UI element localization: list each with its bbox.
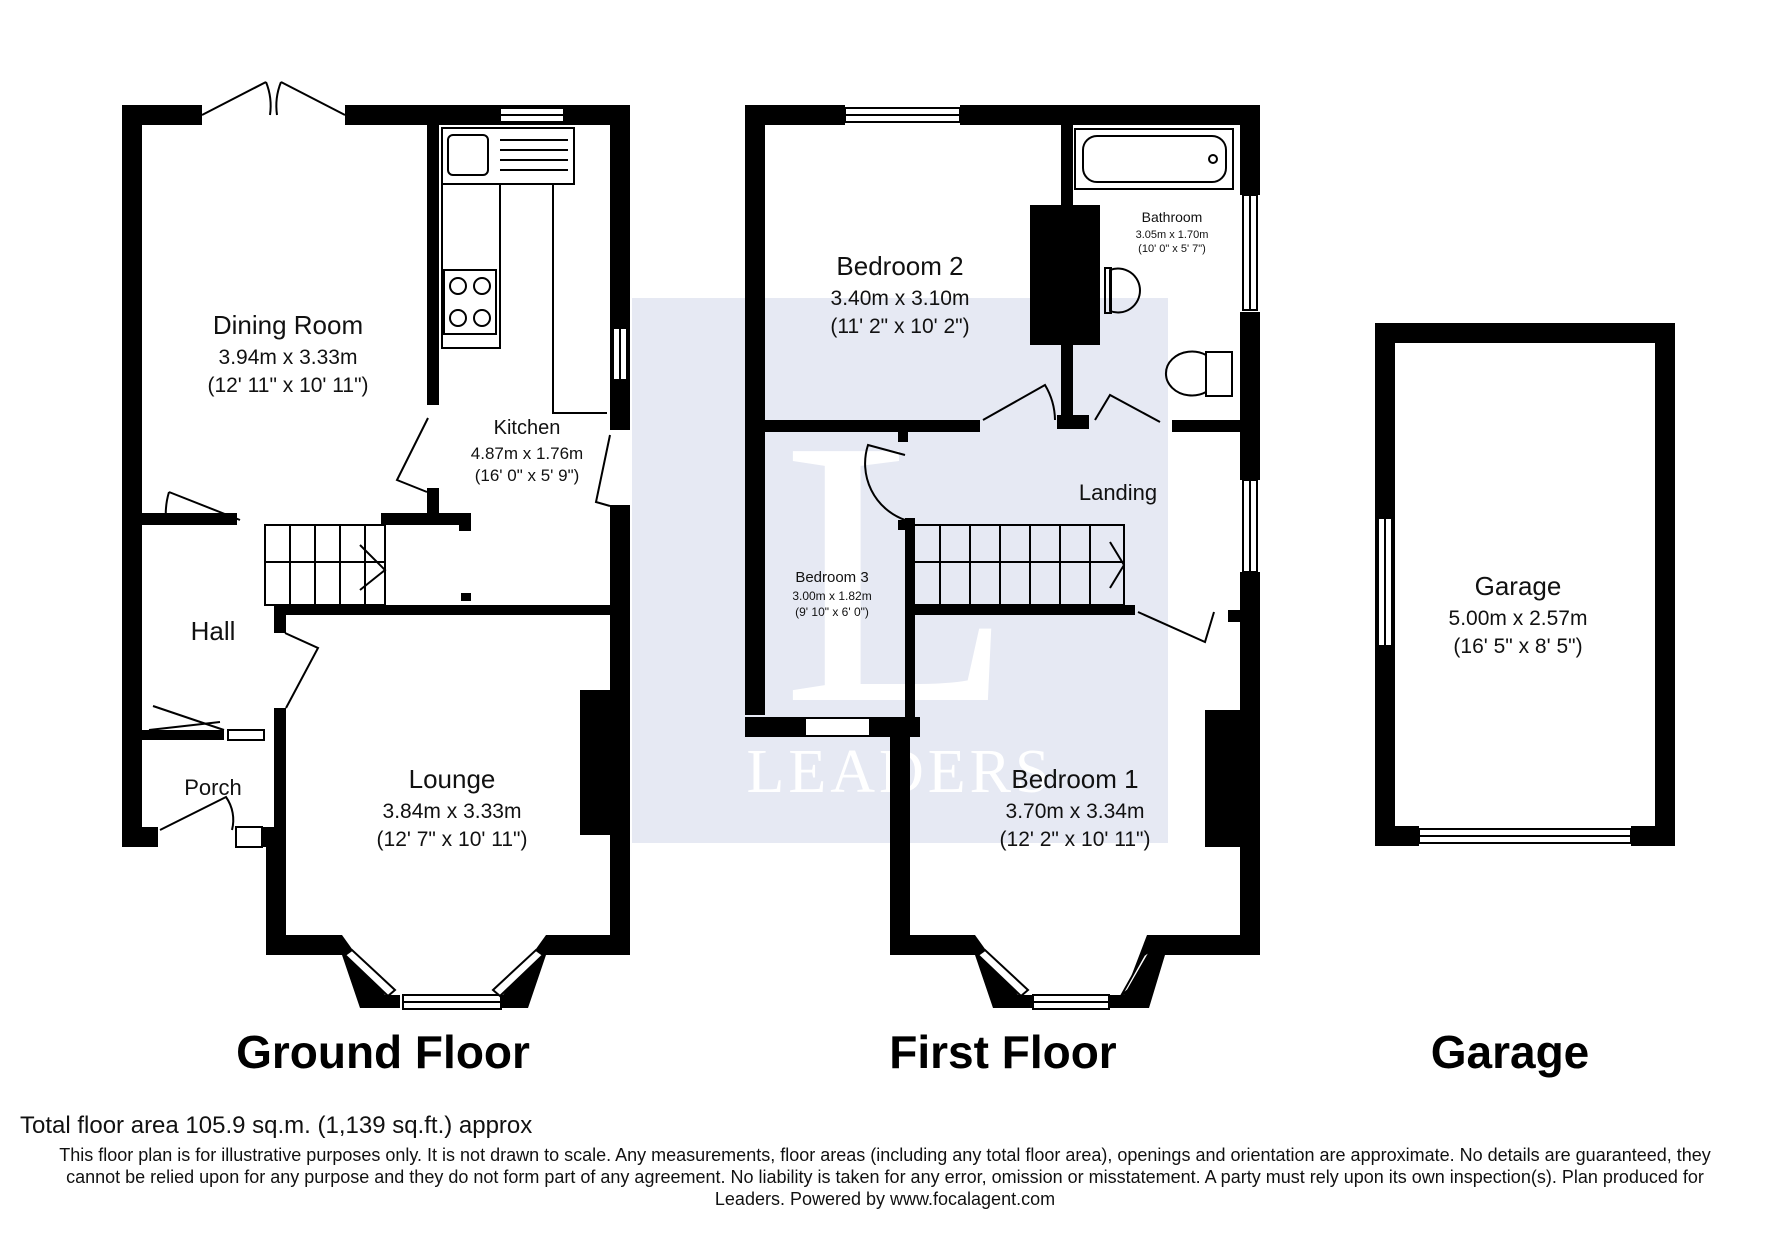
garage-fixtures xyxy=(1377,517,1632,844)
bedroom-2-imperial: (11' 2" x 10' 2") xyxy=(830,315,969,338)
dining-room-name: Dining Room xyxy=(213,310,363,340)
bedroom-1-metric: 3.70m x 3.34m xyxy=(1006,800,1145,823)
disclaimer-text: This floor plan is for illustrative purp… xyxy=(59,1145,1711,1209)
porch-name: Porch xyxy=(184,775,241,800)
bathroom-metric: 3.05m x 1.70m xyxy=(1136,229,1209,241)
garage-name: Garage xyxy=(1475,571,1562,601)
ground-floor-fixtures xyxy=(148,81,628,1010)
bedroom-3-name: Bedroom 3 xyxy=(795,569,868,586)
dining-room-metric: 3.94m x 3.33m xyxy=(219,346,358,369)
bedroom-3-imperial: (9' 10" x 6' 0") xyxy=(795,605,869,619)
lounge-name: Lounge xyxy=(409,764,496,794)
bedroom-1-name: Bedroom 1 xyxy=(1011,764,1138,794)
kitchen-imperial: (16' 0" x 5' 9") xyxy=(475,466,580,485)
garage-imperial: (16' 5" x 8' 5") xyxy=(1453,635,1582,658)
lounge-metric: 3.84m x 3.33m xyxy=(383,800,522,823)
bedroom-3-metric: 3.00m x 1.82m xyxy=(792,589,871,603)
ground-floor-title: Ground Floor xyxy=(236,1026,530,1078)
first-floor-title: First Floor xyxy=(889,1026,1117,1078)
hall-name: Hall xyxy=(191,616,236,646)
first-floor-fixtures xyxy=(804,107,1258,1010)
landing-name: Landing xyxy=(1079,480,1157,505)
first-floor-plan xyxy=(745,105,1260,1008)
garage-labels: Garage 5.00m x 2.57m (16' 5" x 8' 5") xyxy=(1449,571,1588,658)
kitchen-metric: 4.87m x 1.76m xyxy=(471,444,583,463)
dining-room-imperial: (12' 11" x 10' 11") xyxy=(207,374,368,397)
kitchen-name: Kitchen xyxy=(494,417,561,439)
ground-floor-labels: Dining Room 3.94m x 3.33m (12' 11" x 10'… xyxy=(184,310,583,851)
window xyxy=(235,826,263,848)
bedroom-1-imperial: (12' 2" x 10' 11") xyxy=(1000,828,1151,851)
garage-title: Garage xyxy=(1431,1026,1590,1078)
first-floor-labels: Bedroom 2 3.40m x 3.10m (11' 2" x 10' 2"… xyxy=(792,209,1208,851)
bedroom-2-name: Bedroom 2 xyxy=(836,251,963,281)
bedroom-2-metric: 3.40m x 3.10m xyxy=(831,287,970,310)
garage-plan xyxy=(1375,323,1675,846)
lounge-imperial: (12' 7" x 10' 11") xyxy=(377,828,528,851)
bathroom-imperial: (10' 0" x 5' 7") xyxy=(1138,243,1206,255)
bathroom-name: Bathroom xyxy=(1142,209,1203,225)
garage-metric: 5.00m x 2.57m xyxy=(1449,607,1588,630)
window xyxy=(227,729,265,741)
total-floor-area: Total floor area 105.9 sq.m. (1,139 sq.f… xyxy=(20,1112,533,1139)
